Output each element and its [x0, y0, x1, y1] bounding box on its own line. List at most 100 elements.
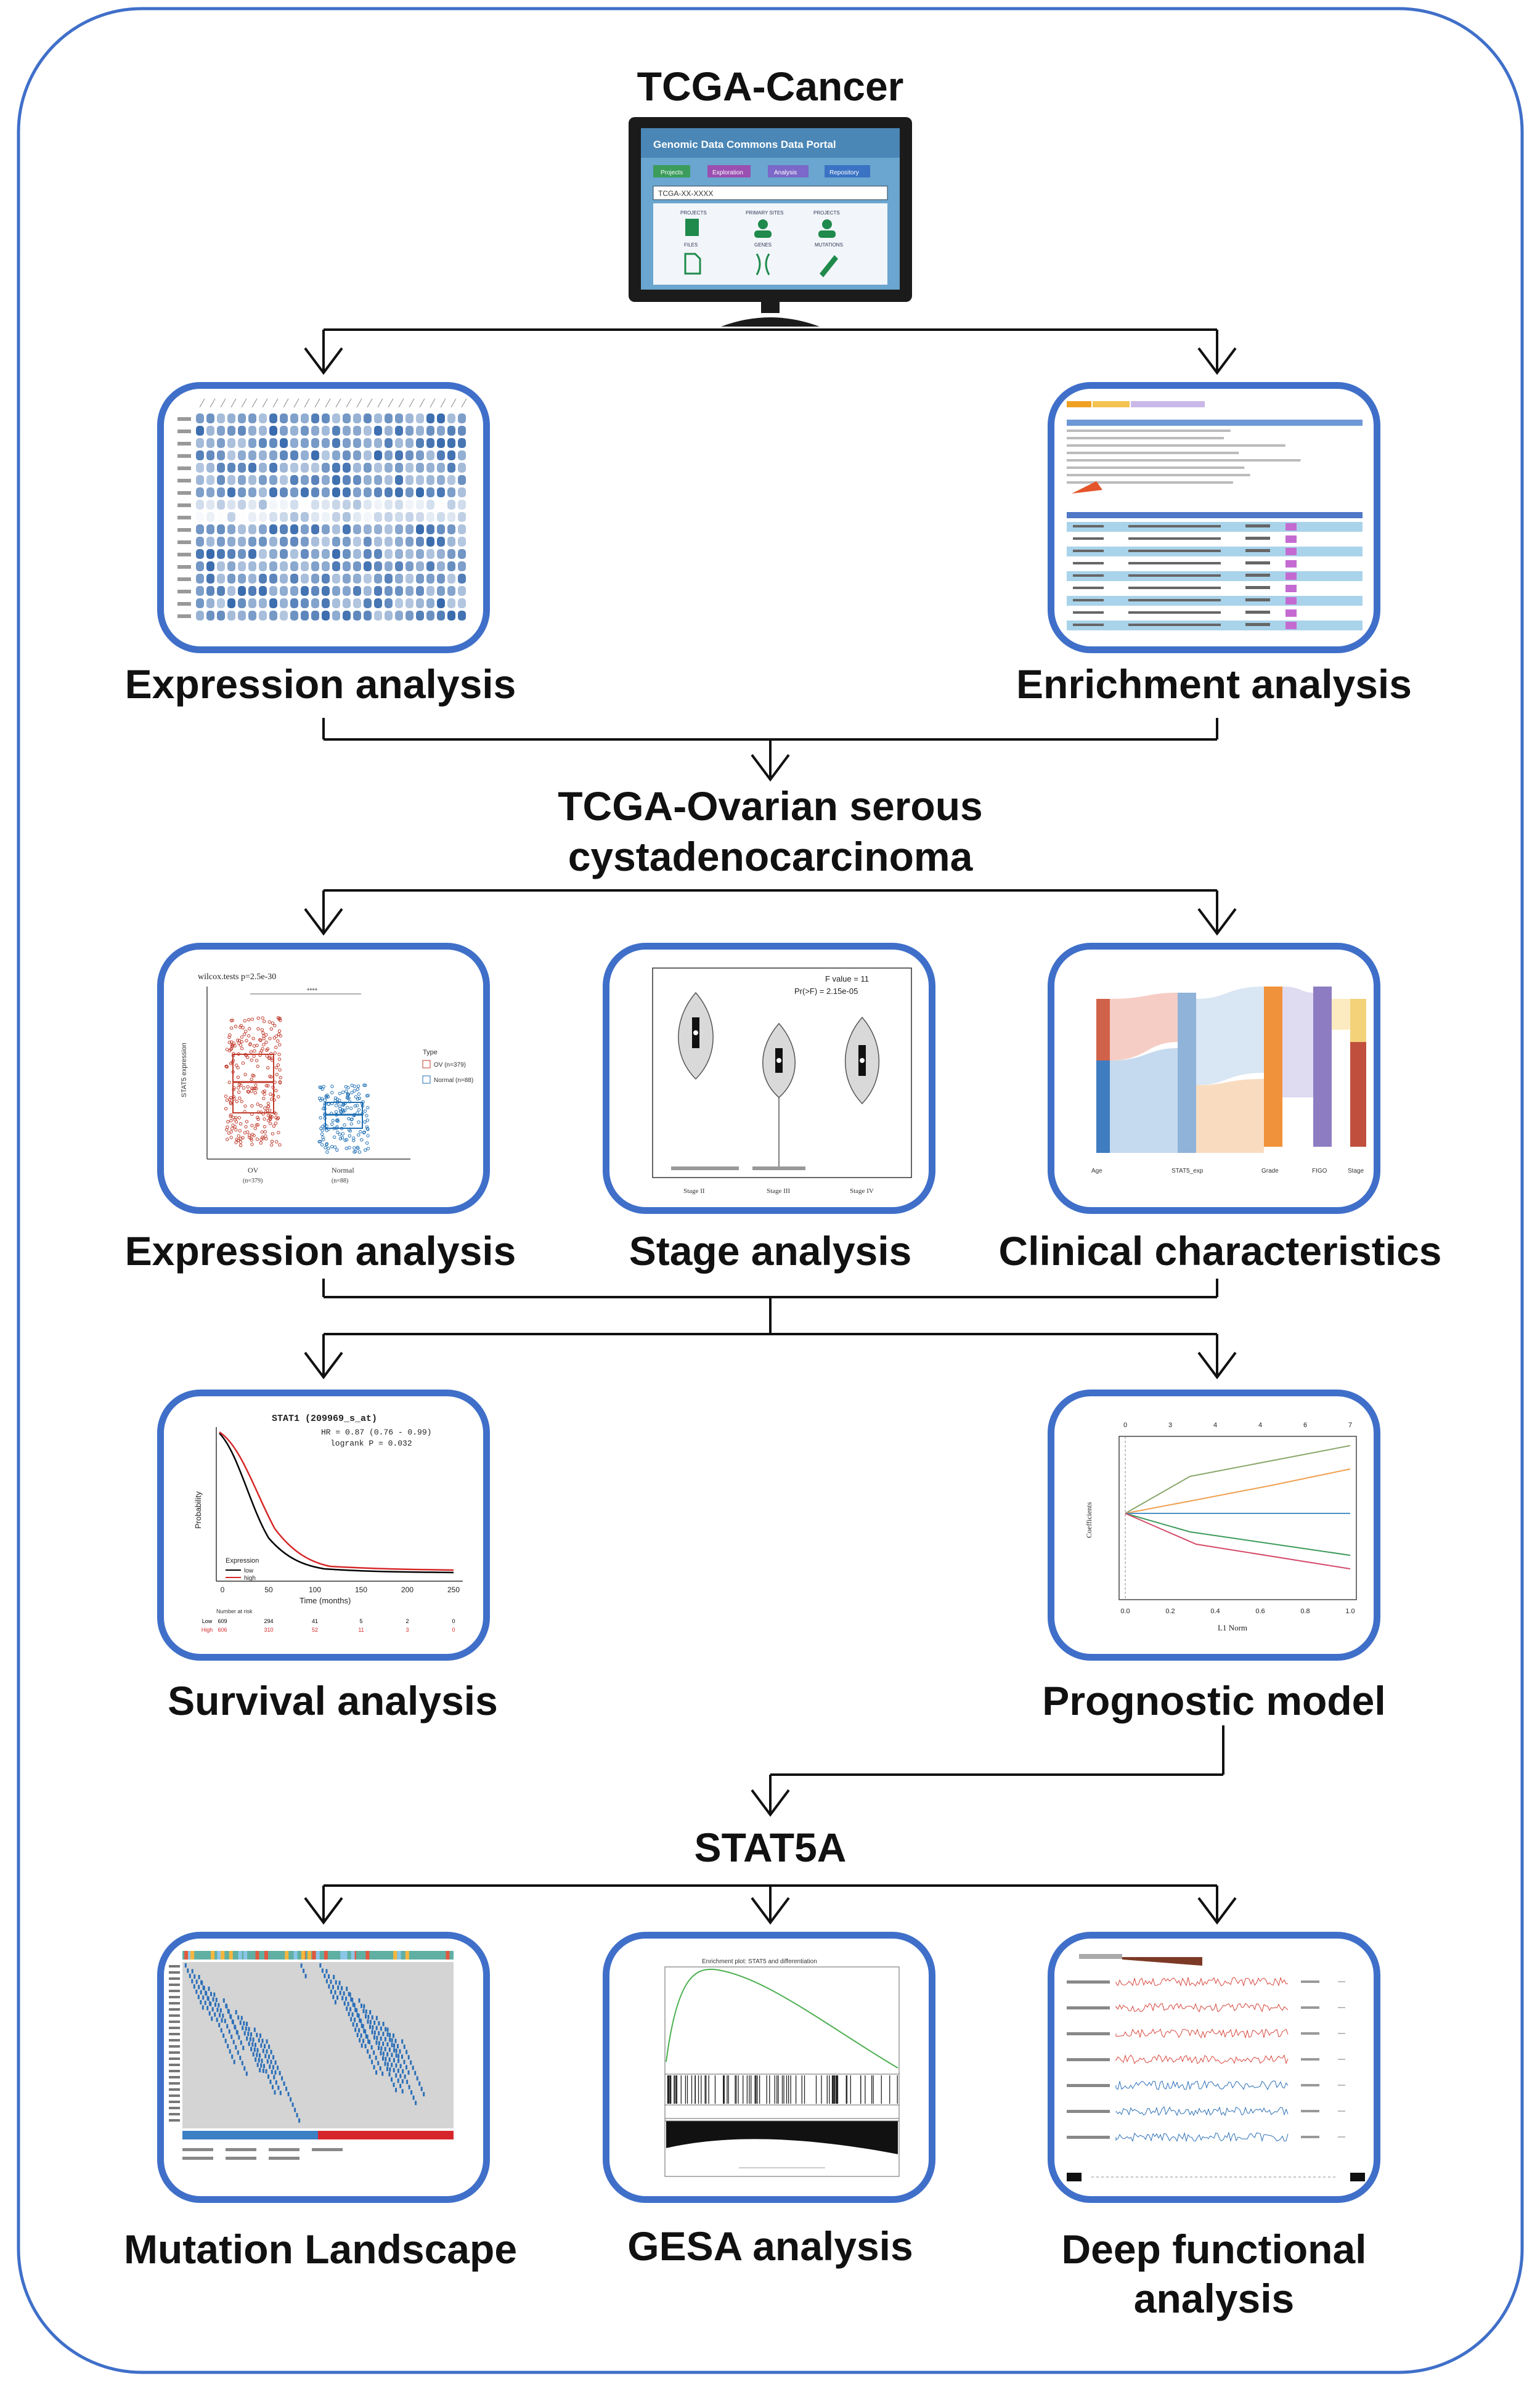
onco-mutation	[401, 2079, 404, 2084]
enrich-cell	[1245, 586, 1270, 589]
arrow-head	[1197, 347, 1237, 375]
heatmap-cell	[385, 413, 393, 423]
boxplot-point	[229, 1115, 232, 1118]
onco-mutation	[343, 2001, 346, 2006]
heatmap-cell	[405, 598, 414, 608]
boxplot-point	[319, 1098, 323, 1102]
heatmap-cell	[238, 524, 246, 534]
boxplot-point	[229, 1119, 233, 1123]
heatmap-col-label	[356, 398, 362, 408]
heatmap-cell	[374, 524, 382, 534]
onco-mutation	[193, 1984, 195, 1989]
heatmap-cell	[196, 487, 204, 497]
onco-mutation	[211, 2007, 214, 2012]
onco-mutation	[380, 2051, 382, 2056]
heatmap-row-label	[177, 454, 191, 458]
boxplot-point	[348, 1134, 351, 1138]
boxplot-point	[261, 1016, 264, 1020]
boxplot-point	[256, 1110, 261, 1114]
boxplot-point	[320, 1143, 324, 1147]
heatmap-col-label	[293, 398, 299, 408]
heatmap-cell	[437, 598, 445, 608]
onco-mutation	[260, 2063, 263, 2068]
boxplot-point	[276, 1116, 280, 1120]
boxplot-point	[238, 1096, 242, 1100]
enrich-cell	[1128, 537, 1221, 540]
heatmap-cell	[238, 512, 246, 522]
heatmap-cell	[290, 426, 298, 436]
onco-mutation	[235, 2045, 237, 2049]
onco-mutation	[375, 2040, 378, 2045]
onco-mutation	[407, 2055, 410, 2060]
heatmap-cell	[437, 524, 445, 534]
enrich-icon	[1285, 622, 1297, 629]
onco-mutation	[224, 2038, 227, 2043]
csea-row-label	[1067, 2058, 1110, 2061]
csea-value	[1301, 2006, 1319, 2009]
functional-card	[1048, 1932, 1380, 2203]
heatmap-cell	[301, 413, 309, 423]
boxplot-point	[241, 1061, 245, 1065]
onco-mutation	[198, 1985, 200, 1990]
lasso-xtick: 0.8	[1300, 1608, 1310, 1615]
boxplot-point	[225, 1064, 229, 1068]
violin-stage-iv	[844, 1016, 880, 1105]
heatmap-cell	[269, 463, 277, 473]
boxplot-point	[244, 1030, 248, 1033]
heatmap-cell	[206, 413, 214, 423]
boxplot-point	[271, 1021, 275, 1025]
heatmap-cell	[374, 413, 382, 423]
onco-mutation	[332, 1995, 335, 2000]
km-risk-low: 41	[312, 1618, 318, 1624]
onco-clinical-tick	[343, 1951, 348, 1960]
onco-mutation	[395, 2088, 397, 2093]
onco-mutation	[259, 2053, 261, 2058]
heatmap-cell	[227, 487, 235, 497]
heatmap-col-label	[461, 398, 467, 408]
heatmap-cell	[238, 611, 246, 621]
onco-mutation	[267, 2074, 269, 2079]
boxplot-point	[266, 1105, 270, 1109]
sankey-axis: Grade	[1261, 1168, 1279, 1174]
heatmap-cell	[343, 512, 351, 522]
heatmap-cell	[217, 598, 225, 608]
onco-mutation	[382, 2041, 385, 2046]
heatmap-cell	[374, 463, 382, 473]
onco-mutation	[393, 2043, 396, 2048]
boxplot-point	[255, 1087, 258, 1091]
boxplot-point	[229, 1136, 233, 1139]
gsea-plot: Enrichment plot: STAT5 and differentiati…	[664, 1958, 900, 2177]
heatmap-cell	[238, 426, 246, 436]
heatmap-cell	[311, 561, 319, 571]
boxplot-point	[330, 1145, 334, 1149]
heatmap-cell	[447, 611, 455, 621]
heatmap-cell	[196, 549, 204, 559]
heatmap-cell	[269, 475, 277, 485]
heatmap-cell	[290, 463, 298, 473]
onco-legend	[269, 2157, 299, 2160]
connectors	[304, 328, 1237, 1925]
heatmap-cell	[269, 524, 277, 534]
boxplot-point	[277, 1029, 282, 1033]
onco-mutation	[253, 2027, 256, 2032]
onco-mutation	[242, 2045, 245, 2050]
heatmap-cell	[322, 450, 330, 460]
heatmap-cell	[374, 487, 382, 497]
km-risk-title: Number at risk	[216, 1608, 253, 1614]
onco-gene-label	[169, 2051, 180, 2054]
boxplot-point	[249, 1136, 253, 1141]
onco-mutation	[200, 2000, 202, 2005]
heatmap-cell	[322, 438, 330, 448]
heatmap-cell	[364, 524, 372, 534]
boxplot-point	[260, 1130, 264, 1134]
heatmap-cell	[426, 475, 434, 485]
heatmap-cell	[259, 450, 267, 460]
boxplot-point	[237, 1086, 240, 1090]
heatmap-row-label	[177, 417, 191, 421]
heatmap-cell	[353, 500, 361, 510]
enrich-cell	[1245, 598, 1270, 601]
boxplot-point	[233, 1118, 237, 1121]
csea-sig	[1338, 1981, 1345, 1982]
onco-mutation	[259, 2068, 261, 2073]
heatmap-row-label	[177, 602, 191, 606]
